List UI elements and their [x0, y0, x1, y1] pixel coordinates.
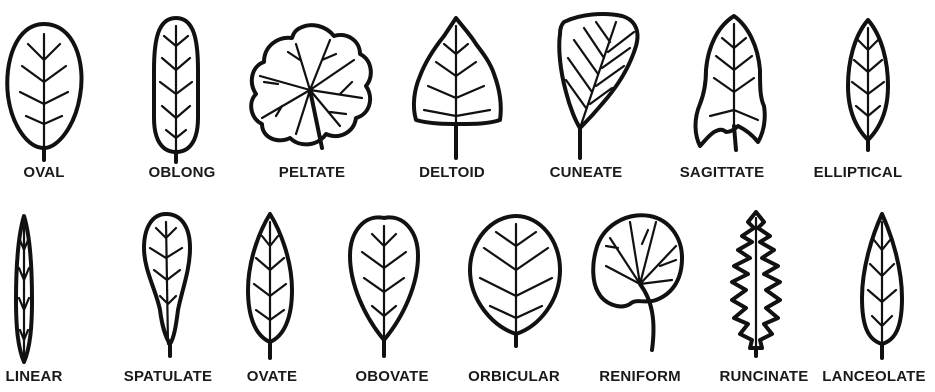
label-oblong: OBLONG — [148, 164, 215, 181]
leaf-oblong — [154, 18, 198, 162]
leaf-sagittate — [696, 16, 765, 150]
label-reniform: RENIFORM — [599, 368, 681, 385]
leaf-runcinate — [732, 212, 780, 356]
leaf-peltate — [251, 25, 371, 148]
label-elliptical: ELLIPTICAL — [814, 164, 903, 181]
label-linear: LINEAR — [5, 368, 62, 385]
label-oval: OVAL — [23, 164, 64, 181]
leaf-oval — [7, 24, 81, 160]
leaf-ovate — [248, 214, 292, 358]
label-peltate: PELTATE — [279, 164, 345, 181]
label-lanceolate: LANCEOLATE — [822, 368, 925, 385]
leaf-lanceolate — [862, 214, 902, 358]
leaf-spatulate — [144, 214, 190, 356]
label-sagittate: SAGITTATE — [680, 164, 765, 181]
label-spatulate: SPATULATE — [124, 368, 212, 385]
leaf-elliptical — [848, 20, 888, 150]
label-orbicular: ORBICULAR — [468, 368, 560, 385]
leaf-linear — [16, 216, 32, 362]
label-ovate: OVATE — [247, 368, 297, 385]
leaf-deltoid — [414, 18, 501, 158]
label-cuneate: CUNEATE — [550, 164, 623, 181]
leaf-orbicular — [470, 216, 560, 346]
leaf-obovate — [350, 217, 418, 356]
leaf-cuneate — [559, 14, 637, 158]
leaf-reniform — [593, 215, 682, 350]
label-obovate: OBOVATE — [355, 368, 428, 385]
label-deltoid: DELTOID — [419, 164, 485, 181]
label-runcinate: RUNCINATE — [719, 368, 808, 385]
